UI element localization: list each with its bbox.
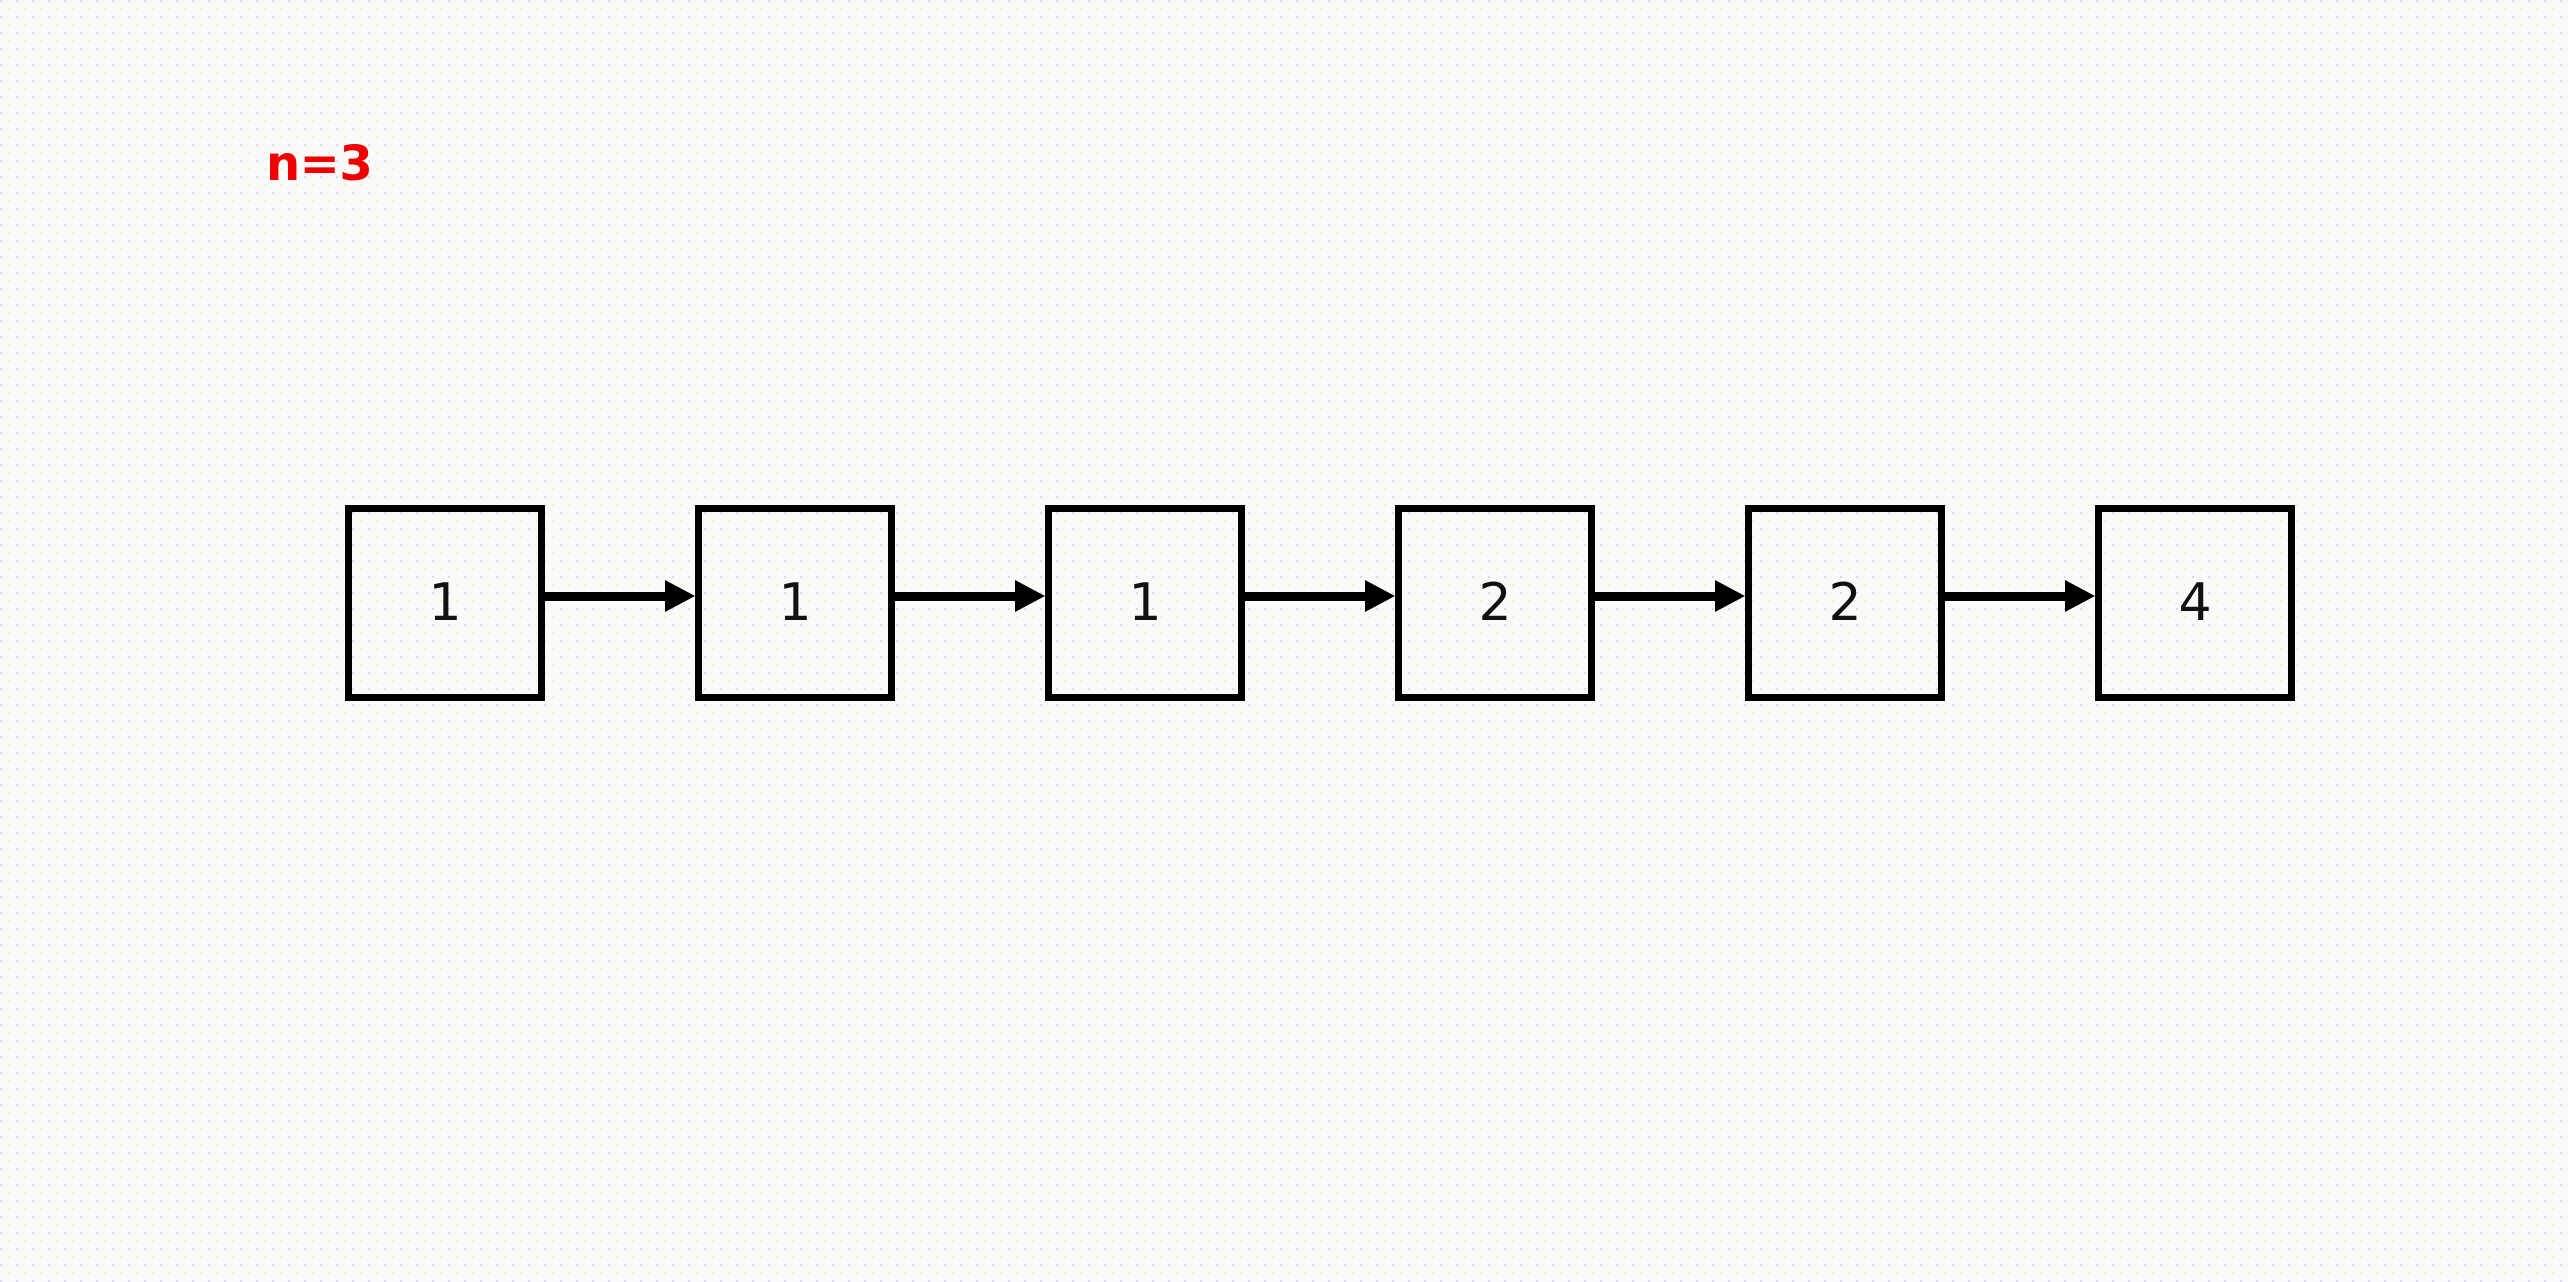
arrow-shaft [545, 592, 667, 601]
arrow-node-4-to-node-5 [1595, 576, 1745, 616]
list-node-1-value: 1 [428, 573, 462, 633]
list-node-2-value: 1 [778, 573, 812, 633]
list-node-5-value: 2 [1828, 573, 1862, 633]
list-node-5[interactable]: 2 [1745, 505, 1945, 701]
arrow-shaft [1245, 592, 1367, 601]
arrow-head [665, 580, 695, 612]
arrow-node-1-to-node-2 [545, 576, 695, 616]
arrow-shaft [895, 592, 1017, 601]
arrow-head [2065, 580, 2095, 612]
list-node-3[interactable]: 1 [1045, 505, 1245, 701]
list-node-6[interactable]: 4 [2095, 505, 2295, 701]
list-node-4-value: 2 [1478, 573, 1512, 633]
list-node-3-value: 1 [1128, 573, 1162, 633]
arrow-head [1715, 580, 1745, 612]
arrow-node-3-to-node-4 [1245, 576, 1395, 616]
arrow-shaft [1945, 592, 2067, 601]
list-node-1[interactable]: 1 [345, 505, 545, 701]
arrow-node-2-to-node-3 [895, 576, 1045, 616]
n-value-annotation: n=3 [266, 136, 373, 192]
list-node-2[interactable]: 1 [695, 505, 895, 701]
arrow-shaft [1595, 592, 1717, 601]
list-node-6-value: 4 [2178, 573, 2212, 633]
arrow-head [1365, 580, 1395, 612]
list-node-4[interactable]: 2 [1395, 505, 1595, 701]
arrow-node-5-to-node-6 [1945, 576, 2095, 616]
arrow-head [1015, 580, 1045, 612]
